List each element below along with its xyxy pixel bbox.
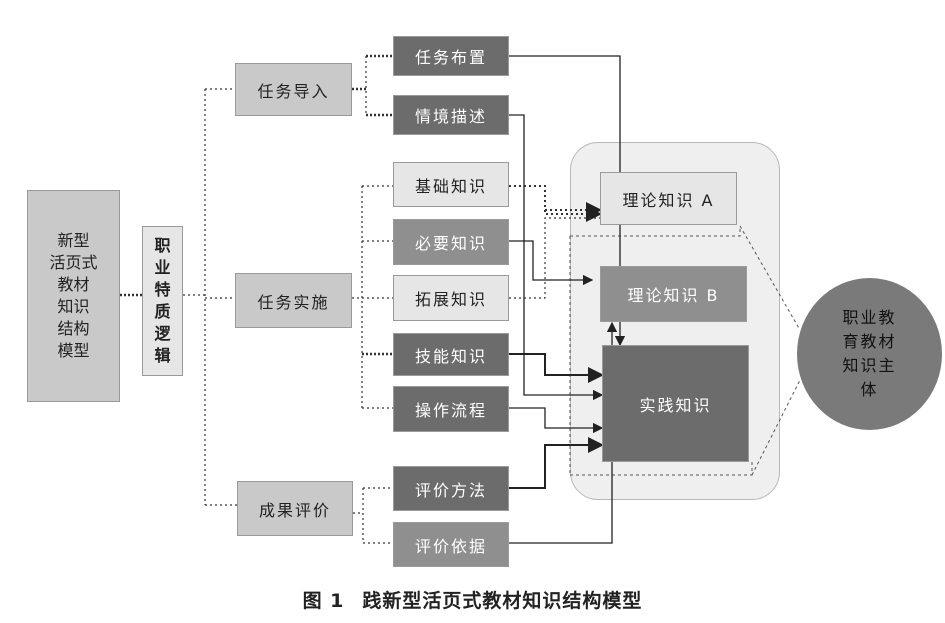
item-skill-label: 技能知识	[414, 346, 487, 366]
item-eval-method: 评价方法	[393, 466, 509, 511]
item-task-arrange: 任务布置	[393, 36, 509, 76]
knowledge-theory-b: 理论知识 B	[600, 266, 747, 322]
item-eval-method-label: 评价方法	[414, 480, 487, 500]
item-procedure: 操作流程	[393, 386, 509, 432]
item-necessary: 必要知识	[393, 219, 509, 265]
knowledge-theory-b-label: 理论知识 B	[627, 286, 720, 305]
figure-number: 图 1	[302, 590, 345, 612]
item-task-arrange-label: 任务布置	[414, 48, 487, 67]
item-procedure-label: 操作流程	[414, 401, 487, 420]
phase-evaluate-label: 成果评价	[258, 500, 331, 520]
logic-box: 职 业 特 质 逻 辑	[142, 226, 183, 376]
knowledge-practice: 实践知识	[602, 345, 749, 462]
item-scenario: 情境描述	[393, 95, 509, 135]
logic-label: 职 业 特 质 逻 辑	[154, 236, 171, 365]
subject-ellipse: 职业教 育教材 知识主 体	[797, 278, 942, 430]
item-scenario-label: 情境描述	[414, 107, 487, 126]
subject-label: 职业教 育教材 知识主 体	[842, 308, 897, 399]
model-label: 新型 活页式 教材 知识 结构 模型	[49, 231, 98, 360]
model-box: 新型 活页式 教材 知识 结构 模型	[27, 190, 120, 402]
item-basic-label: 基础知识	[414, 176, 487, 196]
item-eval-basis-label: 评价依据	[414, 536, 487, 556]
phase-implement: 任务实施	[235, 273, 352, 328]
figure-caption: 图 1 践新型活页式教材知识结构模型	[0, 586, 945, 613]
phase-import: 任务导入	[235, 63, 352, 116]
item-skill: 技能知识	[393, 333, 509, 376]
knowledge-theory-a: 理论知识 A	[600, 172, 737, 225]
phase-implement-label: 任务实施	[257, 292, 330, 312]
item-extended-label: 拓展知识	[414, 290, 487, 309]
phase-import-label: 任务导入	[257, 81, 330, 101]
knowledge-practice-label: 实践知识	[639, 395, 712, 415]
phase-evaluate: 成果评价	[237, 481, 353, 536]
item-basic: 基础知识	[393, 162, 509, 207]
item-eval-basis: 评价依据	[393, 522, 509, 567]
figure-title: 践新型活页式教材知识结构模型	[362, 590, 643, 612]
item-extended: 拓展知识	[393, 275, 509, 321]
item-necessary-label: 必要知识	[414, 234, 487, 253]
knowledge-theory-a-label: 理论知识 A	[622, 190, 715, 210]
